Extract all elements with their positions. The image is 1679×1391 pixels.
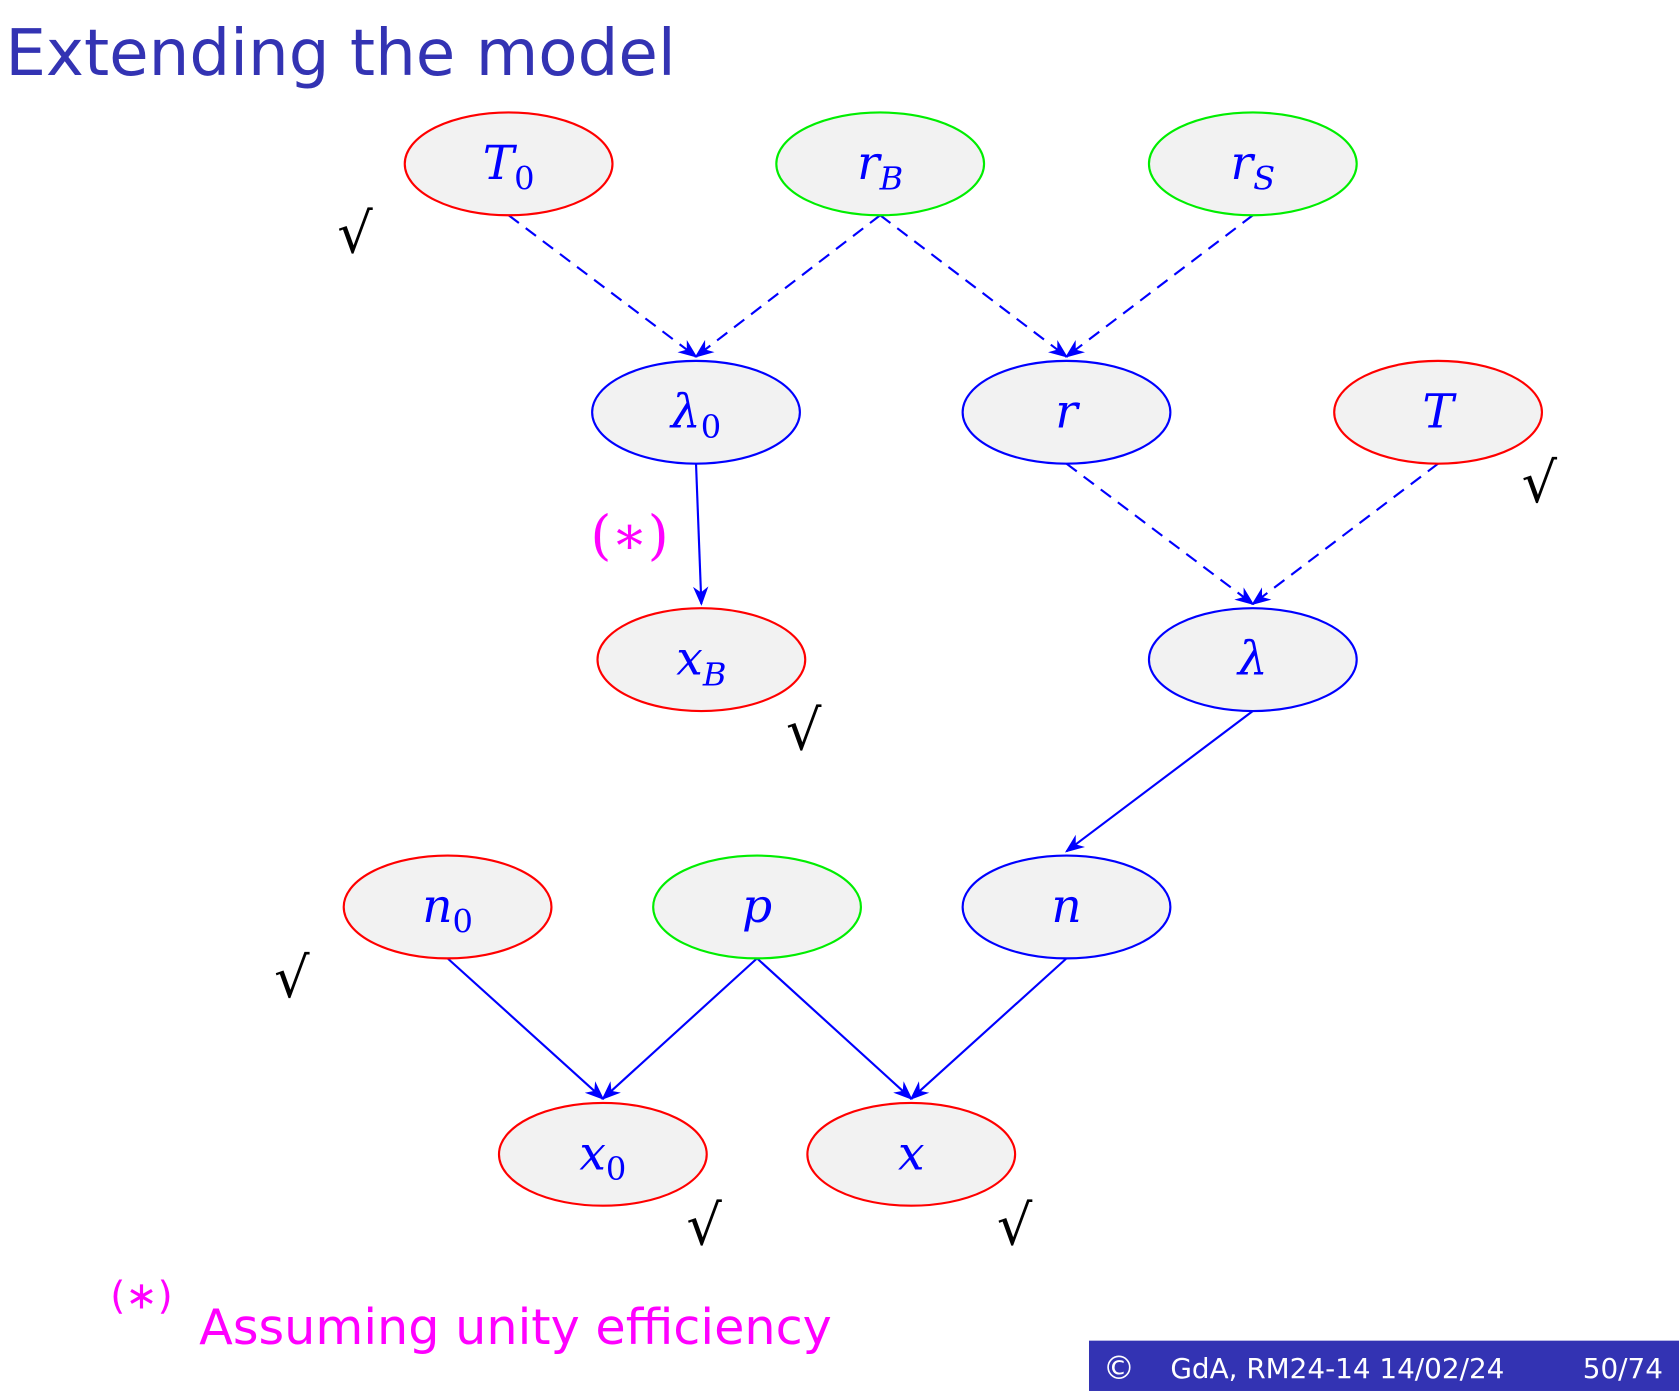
node-T0: T0 [403, 111, 614, 217]
node-ellipse [806, 1101, 1017, 1207]
checks: √ √ √ √ √ √ [274, 202, 1557, 1259]
node-label: rS [1231, 136, 1276, 198]
node-label: r [1055, 384, 1080, 439]
edge-rB-lambda0 [694, 214, 881, 358]
node-ellipse [652, 854, 862, 960]
check-mark-T: √ [1522, 451, 1558, 516]
check-mark-xB: √ [786, 699, 822, 764]
node-ellipse [1333, 359, 1544, 465]
node-x0: x0 [497, 1101, 708, 1207]
node-label: λ [1236, 632, 1268, 687]
node-label: x [898, 1126, 925, 1181]
node-label: p [742, 879, 772, 934]
edge-annotation: (∗) [591, 504, 669, 567]
edges [446, 214, 1439, 1100]
node-label: n [1051, 879, 1081, 934]
footer-bar [1088, 1340, 1679, 1391]
edge-p-x0 [601, 957, 758, 1100]
node-lambda0: λ0 [591, 359, 801, 465]
node-x: x [806, 1101, 1017, 1207]
node-T: T [1333, 359, 1544, 465]
node-label: x0 [579, 1126, 626, 1188]
edge-rS-r [1064, 214, 1254, 358]
nodes: T0 rB rS λ0 r TxB λ n0 p n x0 x [342, 111, 1544, 1207]
edge-p-x [756, 957, 913, 1100]
edge-n-x [909, 957, 1068, 1100]
footnote-marker: (∗) [110, 1274, 172, 1319]
node-label: n0 [422, 879, 473, 941]
check-mark-x0: √ [686, 1193, 722, 1258]
node-r: r [961, 359, 1172, 465]
check-mark-x: √ [997, 1193, 1033, 1258]
edge-rB-r [879, 214, 1069, 358]
edge-r-lambda [1065, 462, 1255, 606]
node-ellipse [1147, 111, 1358, 217]
check-mark-n0: √ [274, 946, 310, 1011]
node-ellipse [403, 111, 614, 217]
node-label: λ0 [669, 384, 721, 446]
copyright-icon: © [1103, 1349, 1135, 1387]
footnote-text: Assuming unity efficiency [199, 1298, 832, 1356]
node-ellipse [497, 1101, 708, 1207]
node-label: T [1422, 384, 1457, 439]
node-ellipse [1147, 607, 1358, 713]
slide-title: Extending the model [5, 16, 675, 91]
node-label: rB [857, 136, 903, 198]
edge-n0-x0 [446, 957, 605, 1100]
node-ellipse [596, 607, 807, 713]
node-rS: rS [1147, 111, 1358, 217]
edge-lambda0-xB [693, 463, 709, 606]
node-ellipse [961, 359, 1172, 465]
check-mark-T0: √ [337, 202, 373, 267]
node-ellipse [775, 111, 986, 217]
node-lambda: λ [1147, 607, 1358, 713]
node-p: p [652, 854, 862, 960]
node-label: T0 [483, 136, 535, 198]
node-ellipse [342, 854, 553, 960]
node-ellipse [591, 359, 801, 465]
edge-T-lambda [1251, 462, 1439, 606]
edge-lambda-n [1064, 710, 1254, 853]
footer-author-event: GdA, RM24-14 14/02/24 [1170, 1352, 1504, 1385]
edge-T0-lambda0 [507, 214, 698, 358]
node-label: xB [676, 632, 726, 694]
node-n0: n0 [342, 854, 553, 960]
node-ellipse [961, 854, 1172, 960]
footer-page-number: 50/74 [1583, 1352, 1663, 1385]
node-n: n [961, 854, 1172, 960]
node-rB: rB [775, 111, 986, 217]
node-xB: xB [596, 607, 807, 713]
